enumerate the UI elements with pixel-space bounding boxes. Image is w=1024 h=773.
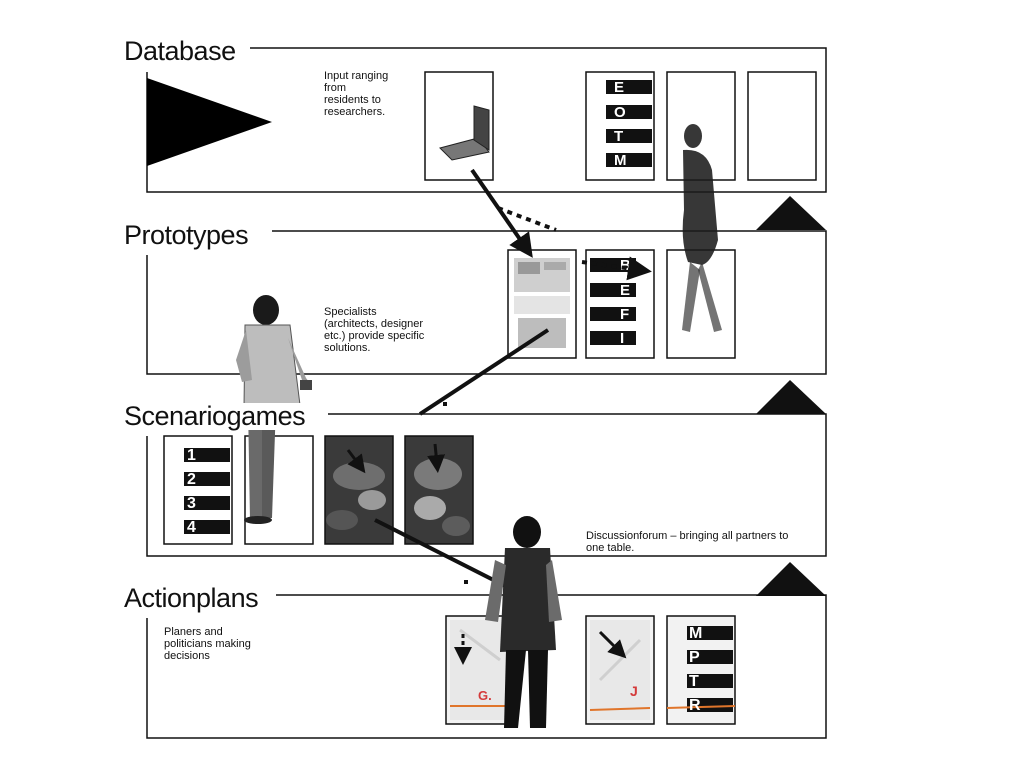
card-letter: O	[614, 104, 626, 121]
mountain-triangle-icon	[756, 196, 826, 230]
band-prototypes	[146, 230, 827, 414]
photo-arrow	[346, 449, 366, 474]
stage-title: Database	[124, 36, 238, 66]
number-bars-scenariogames	[184, 448, 230, 534]
card-letter: T	[689, 673, 699, 690]
card-letter: F	[620, 306, 629, 323]
map-texture-1	[450, 620, 510, 720]
card-number: 4	[187, 519, 196, 536]
card-letter: R	[689, 697, 701, 714]
dotted-arrow	[497, 206, 557, 232]
letter-bars-database	[606, 80, 652, 167]
stage-note: Discussionforum – bringing all partners …	[586, 530, 789, 554]
card-blank-2	[747, 71, 817, 181]
card-number: 1	[187, 447, 196, 464]
card-letter: T	[614, 128, 623, 145]
band-database	[146, 47, 827, 230]
stage-title: Actionplans	[124, 583, 261, 613]
stage-title: Scenariogames	[124, 401, 308, 431]
map-arrow	[598, 630, 627, 659]
letter-bars-prototypes	[590, 258, 636, 345]
mountain-triangle-icon	[756, 380, 826, 414]
stage-note: Input ranging from residents to research…	[324, 70, 389, 118]
card-letter: P	[689, 649, 700, 666]
arrow-prototypes-to-scenariogames	[418, 328, 550, 416]
card-number: 3	[187, 495, 196, 512]
screenshot-thumbnail	[514, 258, 570, 348]
stage-note: Specialists (architects, designer etc.) …	[324, 306, 425, 354]
photo-texture-2	[414, 458, 470, 536]
card-letter: M	[689, 625, 702, 642]
card-letter: E	[620, 282, 630, 299]
card-letter: M	[614, 152, 627, 169]
stage-title: Prototypes	[124, 220, 251, 250]
map-label: G.	[478, 688, 492, 703]
map-label: J	[630, 683, 638, 699]
photo-arrow	[427, 443, 446, 473]
mountain-triangle-icon	[756, 562, 826, 596]
band-actionplans	[146, 594, 827, 739]
photo-texture-1	[326, 462, 386, 530]
play-triangle-icon	[147, 78, 272, 166]
person-walking-blurred	[682, 124, 722, 332]
card-letter: B	[620, 257, 631, 274]
map-texture-2	[589, 620, 651, 720]
person-standing-coat	[485, 516, 562, 728]
stage-note: Planers and politicians making decisions	[164, 626, 251, 662]
card-number: 2	[187, 471, 196, 488]
letter-bars-actionplans	[687, 626, 733, 712]
card-letter: I	[620, 330, 624, 347]
laptop-icon	[439, 105, 490, 161]
card-letter: E	[614, 79, 624, 96]
